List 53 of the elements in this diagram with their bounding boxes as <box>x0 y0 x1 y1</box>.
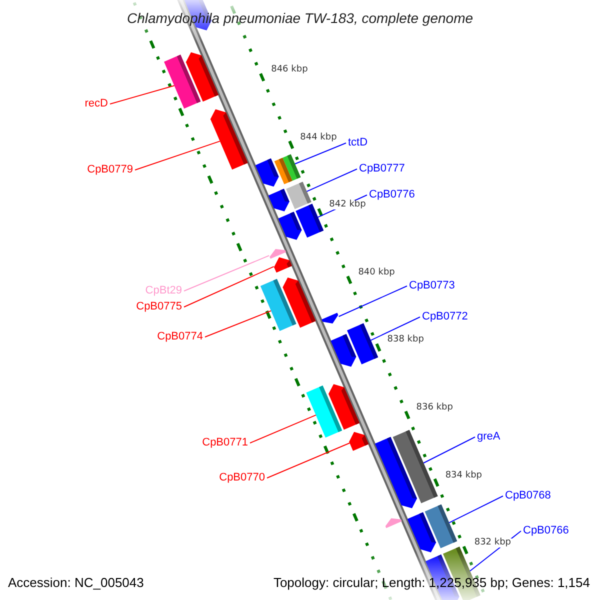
leader-line <box>110 85 175 104</box>
gene-label: CpB0773 <box>409 280 455 292</box>
gene-block <box>349 432 369 451</box>
scale-label: 832 kbp <box>473 538 512 548</box>
gene-label: CpB0770 <box>219 472 265 484</box>
gene-label: CpB0771 <box>202 438 248 448</box>
gene-label: CpB0774 <box>157 332 203 342</box>
gene-block <box>270 249 286 259</box>
gene-label: recD <box>84 98 108 110</box>
gene-block <box>374 430 438 508</box>
scale-label: 842 kbp <box>328 200 367 210</box>
gene-block <box>210 109 248 170</box>
gene-label: CpB0776 <box>369 190 415 200</box>
accession-text: Accession: NC_005043 <box>8 576 144 589</box>
leader-line <box>184 266 274 308</box>
scale-label: 840 kbp <box>357 268 396 278</box>
gene-label: CpB0775 <box>136 302 182 312</box>
gene-block <box>255 154 301 187</box>
gene-block <box>164 52 218 109</box>
gene-label: CpB0777 <box>359 164 405 174</box>
gene-block <box>322 312 338 324</box>
gene-label: CpB0766 <box>523 526 569 536</box>
scale-label: 844 kbp <box>299 133 338 142</box>
scale-label: 834 kbp <box>444 471 483 480</box>
leader-line <box>134 140 220 170</box>
genome-info-text: Topology: circular; Length: 1,225,935 bp; Genes: 1,154 <box>273 576 590 589</box>
scale-label: 836 kbp <box>415 404 454 412</box>
gene-block <box>278 204 324 240</box>
gene-label: CpB0772 <box>422 312 468 322</box>
leader-line <box>338 286 408 317</box>
gene-block <box>306 384 360 438</box>
gene-label: greA <box>477 432 500 442</box>
gene-label: CpB0779 <box>87 164 133 176</box>
leader-line <box>250 414 316 444</box>
gene-label: CpBt29 <box>145 286 182 296</box>
gene-block <box>274 257 292 273</box>
gene-label: tctD <box>348 138 368 148</box>
scale-label: 838 kbp <box>386 336 425 345</box>
gene-block <box>407 504 458 552</box>
title: Chlamydophila pneumoniae TW-183, complete genome <box>126 11 474 25</box>
scale-label: 846 kbp <box>270 66 309 75</box>
leader-line <box>370 316 420 341</box>
gene-block <box>330 323 378 367</box>
gene-block <box>268 182 312 212</box>
gene-label: CpB0768 <box>505 490 551 502</box>
leader-line <box>448 496 504 524</box>
leader-line <box>266 442 350 478</box>
leader-line <box>294 142 346 164</box>
leader-line <box>306 168 358 192</box>
leader-line <box>204 310 272 338</box>
leader-line <box>423 436 476 464</box>
leader-line <box>184 255 270 292</box>
gene-block <box>260 278 316 331</box>
